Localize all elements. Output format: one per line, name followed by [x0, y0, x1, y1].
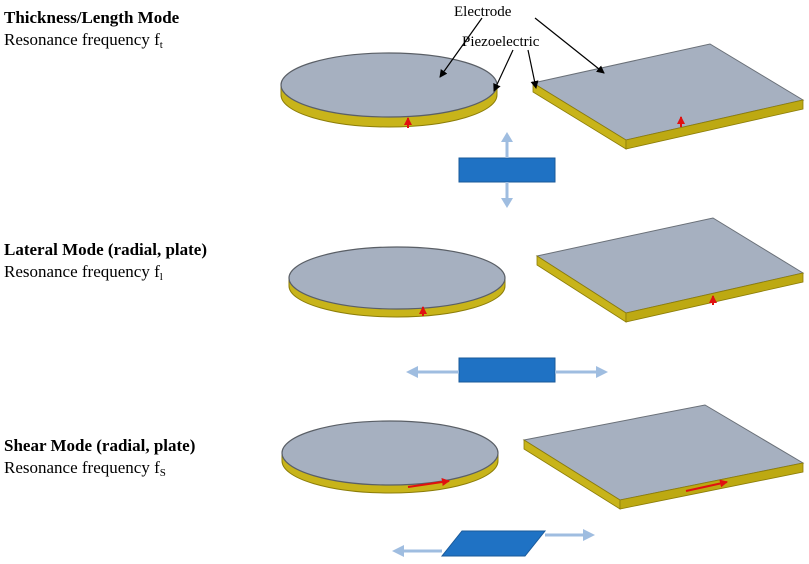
shear-motion: [392, 529, 595, 557]
lateral-motion: [406, 357, 608, 383]
mode-shear-subtitle-text: Resonance frequency f: [4, 458, 160, 477]
shear-disk: [281, 420, 499, 494]
lateral-polarization-arrows: [419, 295, 717, 316]
mode-thickness-subscript: t: [159, 39, 163, 51]
shear-polarization-arrows: [407, 478, 728, 492]
mode-shear-subtitle: Resonance frequency fS: [4, 458, 166, 483]
electrode-arrow-disk-icon: [439, 17, 483, 78]
mode-thickness-subtitle: Resonance frequency ft: [4, 30, 163, 55]
shear-motion-block: [440, 530, 547, 557]
piezo-arrow-plate-icon: [527, 49, 539, 89]
thickness-motion-block: [458, 157, 556, 183]
plate-polarization-arrow-icon: [685, 479, 728, 492]
piezo-arrow-disk-icon: [493, 49, 514, 92]
mode-thickness-subtitle-text: Resonance frequency f: [4, 30, 160, 49]
piezoelectric-label: Piezoelectric: [462, 34, 540, 50]
lateral-motion-block: [458, 357, 556, 383]
mode-lateral-subtitle: Resonance frequency fl: [4, 262, 163, 287]
shear-plate: [522, 404, 805, 510]
thickness-disk: [280, 52, 498, 128]
thickness-polarization-arrows: [404, 116, 685, 128]
electrode-arrow-plate-icon: [534, 17, 605, 74]
mode-lateral-subtitle-text: Resonance frequency f: [4, 262, 160, 281]
mode-thickness-title: Thickness/Length Mode: [4, 8, 180, 27]
electrode-label: Electrode: [454, 4, 512, 20]
callout-arrows: [439, 17, 605, 92]
thickness-plate: [531, 43, 805, 150]
disk-polarization-arrow-icon: [407, 478, 450, 488]
lateral-disk: [288, 246, 506, 318]
mode-lateral-subscript: l: [159, 271, 163, 283]
lateral-plate: [535, 217, 805, 323]
mode-shear-subscript: S: [159, 467, 166, 479]
mode-shear-title: Shear Mode (radial, plate): [4, 436, 196, 455]
mode-lateral-title: Lateral Mode (radial, plate): [4, 240, 208, 259]
thickness-motion: [458, 132, 556, 208]
